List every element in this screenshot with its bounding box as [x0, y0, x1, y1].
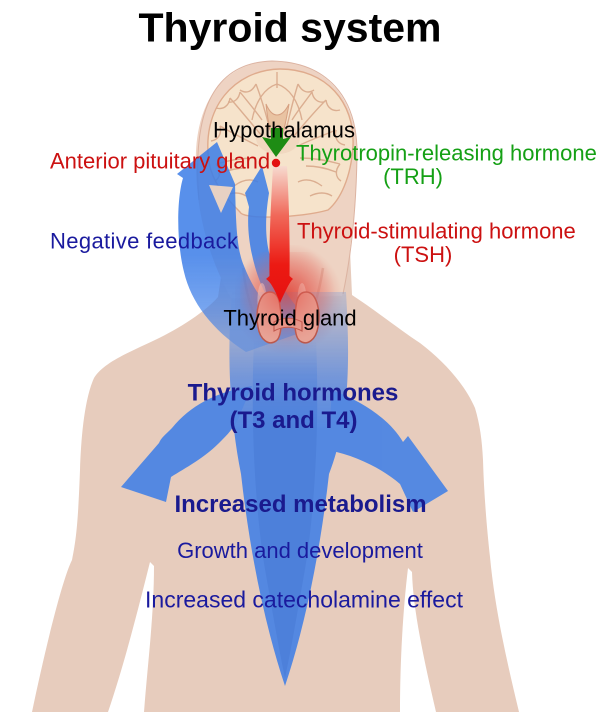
svg-text:Thyroid hormones: Thyroid hormones	[188, 380, 399, 407]
svg-text:Thyrotropin-releasing hormone: Thyrotropin-releasing hormone	[296, 141, 597, 166]
svg-text:(T3 and T4): (T3 and T4)	[229, 407, 357, 434]
svg-text:Increased metabolism: Increased metabolism	[174, 491, 426, 518]
svg-text:Increased catecholamine effect: Increased catecholamine effect	[145, 587, 464, 613]
svg-text:Growth and development: Growth and development	[177, 538, 423, 563]
svg-text:(TSH): (TSH)	[394, 242, 453, 267]
svg-text:Hypothalamus: Hypothalamus	[213, 118, 355, 143]
svg-text:Thyroid gland: Thyroid gland	[223, 306, 356, 331]
svg-text:Negative feedback: Negative feedback	[50, 229, 239, 254]
svg-text:(TRH): (TRH)	[383, 164, 443, 189]
svg-text:Anterior pituitary gland: Anterior pituitary gland	[50, 149, 270, 174]
svg-text:Thyroid system: Thyroid system	[139, 5, 442, 51]
svg-text:Thyroid-stimulating hormone: Thyroid-stimulating hormone	[297, 219, 576, 244]
